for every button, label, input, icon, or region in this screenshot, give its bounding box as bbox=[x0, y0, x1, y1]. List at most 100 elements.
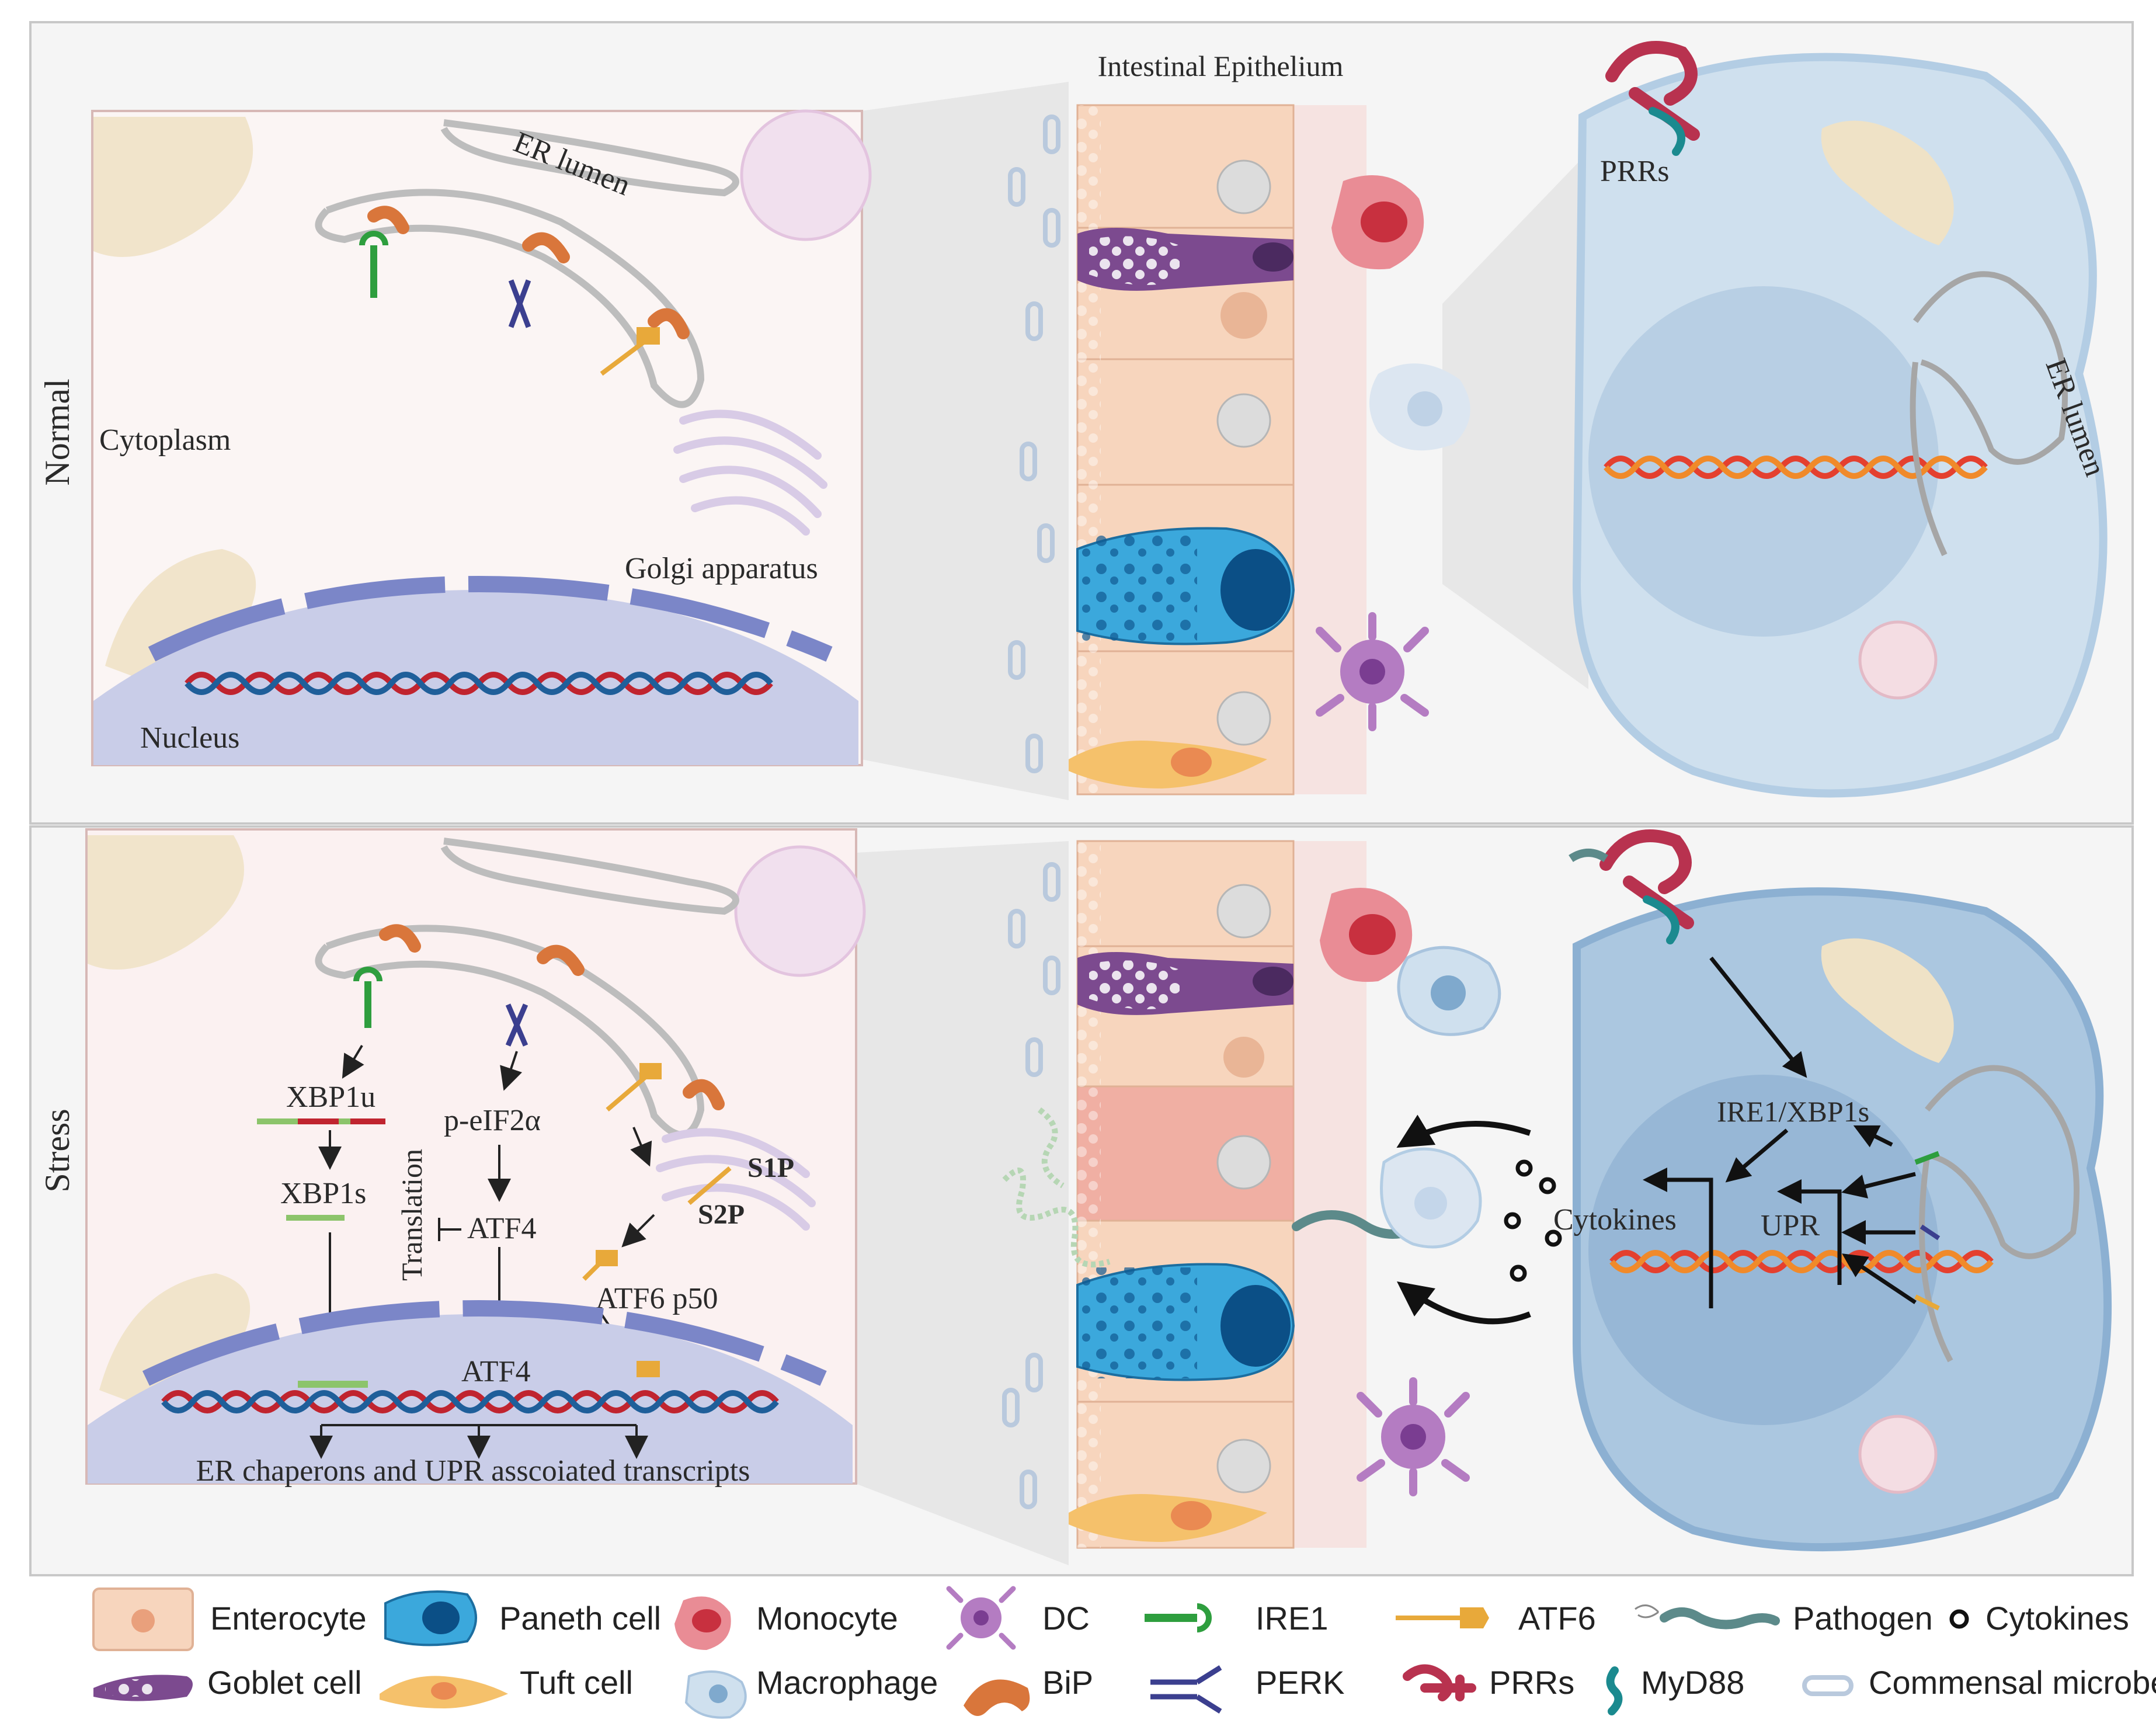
legend-item-ire1: IRE1 bbox=[1145, 1600, 1329, 1637]
lysosome-icon bbox=[734, 845, 866, 977]
mitochondrion-icon bbox=[88, 835, 244, 970]
zoom-funnel bbox=[861, 82, 1069, 800]
ire1-icon bbox=[1914, 1151, 1940, 1165]
signaling-arrows bbox=[1643, 956, 1917, 1308]
legend: Enterocyte Paneth cell Monocyte DC IRE1 … bbox=[92, 1586, 2156, 1719]
translation-label: Translation bbox=[395, 1149, 428, 1281]
mitochondrion-icon bbox=[93, 117, 253, 257]
zoom-funnel bbox=[856, 841, 1069, 1565]
ire1-icon bbox=[359, 231, 388, 298]
golgi-label: Golgi apparatus bbox=[625, 552, 818, 585]
atf6-icon bbox=[606, 1063, 662, 1112]
s1p-label: S1P bbox=[747, 1152, 794, 1183]
legend-item-atf6: ATF6 bbox=[1396, 1600, 1596, 1637]
feedback-arrow bbox=[1396, 1114, 1531, 1148]
cytokine-icon bbox=[1504, 1159, 1562, 1282]
cytoplasm-label: Cytoplasm bbox=[99, 423, 231, 457]
tuft-cell-icon bbox=[1069, 1494, 1267, 1542]
legend-label: Cytokines bbox=[1985, 1600, 2129, 1637]
xbp1s-label: XBP1s bbox=[280, 1177, 366, 1210]
upr-label: UPR bbox=[1761, 1209, 1820, 1242]
zoom-funnel-right bbox=[1442, 152, 1588, 689]
transcription-arrows bbox=[310, 1424, 648, 1459]
perk-icon bbox=[1919, 1224, 1941, 1241]
legend-label: Commensal microbe bbox=[1869, 1664, 2156, 1701]
normal-er-zoom: ER lumen Cytoplasm Golgi apparatus Nucle… bbox=[91, 109, 872, 766]
atf6-p50-label: ATF6 p50 bbox=[596, 1282, 718, 1315]
legend-label: ATF6 bbox=[1518, 1600, 1596, 1637]
lysosome-icon bbox=[1858, 620, 1938, 700]
dendritic-cell-icon bbox=[1316, 612, 1429, 731]
atf6-icon bbox=[1914, 1294, 1940, 1311]
stress-er-zoom: S1P S2P XBP1u XBP1s p-eIF2α ATF4 Transla… bbox=[85, 828, 866, 1488]
golgi-apparatus-icon bbox=[673, 409, 827, 536]
legend-label: PERK bbox=[1256, 1664, 1345, 1701]
prrs-label: PRRs bbox=[1600, 155, 1670, 188]
perk-icon bbox=[508, 279, 531, 328]
ire1-icon bbox=[353, 967, 382, 1028]
legend-item-prrs: PRRs bbox=[1403, 1664, 1574, 1701]
bip-icon bbox=[648, 308, 690, 339]
legend-item-macrophage: Macrophage bbox=[684, 1664, 938, 1719]
commensal-microbe-icon bbox=[1802, 1675, 1854, 1696]
perk-icon bbox=[505, 1003, 528, 1047]
legend-item-monocyte: Monocyte bbox=[674, 1596, 898, 1650]
cytokines-label: Cytokines bbox=[1553, 1203, 1677, 1236]
mitochondrion-icon bbox=[99, 1273, 251, 1408]
epithelium-title: Intestinal Epithelium bbox=[1098, 50, 1344, 82]
nucleus-icon bbox=[88, 1314, 853, 1484]
atf6-binding bbox=[637, 1361, 660, 1377]
myd88-icon bbox=[1606, 1666, 1623, 1715]
legend-item-bip: BiP bbox=[964, 1664, 1093, 1716]
nuclear-envelope bbox=[142, 1300, 827, 1386]
legend-label: Enterocyte bbox=[210, 1600, 367, 1637]
legend-label: Macrophage bbox=[756, 1664, 938, 1701]
p-eif2a-label: p-eIF2α bbox=[444, 1104, 541, 1137]
transcripts-label: ER chaperons and UPR asscoiated transcri… bbox=[196, 1454, 750, 1488]
bip-icon bbox=[964, 1679, 1030, 1716]
stress-epithelium bbox=[1002, 840, 1562, 1549]
enterocyte-column bbox=[1076, 104, 1295, 796]
legend-label: Tuft cell bbox=[520, 1664, 633, 1701]
stress-macrophage: IRE1/XBP1s UPR Cytokines bbox=[1553, 829, 2112, 1552]
legend-label: BiP bbox=[1042, 1664, 1093, 1701]
normal-macrophage: ER lumen PRRs bbox=[1572, 41, 2112, 798]
golgi-apparatus-icon bbox=[656, 1128, 816, 1231]
ire1-xbp1s-label: IRE1/XBP1s bbox=[1717, 1095, 1869, 1128]
legend-label: IRE1 bbox=[1256, 1600, 1329, 1637]
commensal-microbe-icon bbox=[1008, 114, 1060, 773]
legend-item-enterocyte: Enterocyte bbox=[92, 1587, 367, 1651]
enterocyte-nucleus bbox=[1220, 292, 1267, 339]
commensal-microbe-icon bbox=[1002, 862, 1060, 1509]
enterocyte-nucleus bbox=[1216, 159, 1271, 214]
mitochondrion-icon bbox=[1821, 120, 1954, 245]
legend-label: Pathogen bbox=[1793, 1600, 1933, 1637]
legend-label: Goblet cell bbox=[207, 1664, 362, 1701]
er-membrane bbox=[1910, 271, 2068, 557]
legend-label: Monocyte bbox=[756, 1600, 898, 1637]
tuft-cell-icon bbox=[1069, 741, 1267, 788]
legend-label: MyD88 bbox=[1641, 1664, 1744, 1701]
nucleus-label: Nucleus bbox=[140, 721, 239, 755]
pathogen-icon bbox=[1002, 1107, 1111, 1267]
bip-icon bbox=[379, 924, 421, 953]
dna-icon bbox=[161, 1390, 779, 1413]
translation-inhibition bbox=[438, 1218, 461, 1241]
legend-item-tuft-cell: Tuft cell bbox=[380, 1664, 633, 1708]
bip-icon bbox=[683, 1079, 725, 1110]
legend-item-paneth-cell: Paneth cell bbox=[384, 1590, 661, 1646]
feedback-arrow bbox=[1396, 1281, 1531, 1325]
pathogen-icon bbox=[1660, 1607, 1780, 1630]
myd88-icon bbox=[1643, 895, 1679, 944]
mitochondrion-icon bbox=[1821, 938, 1954, 1063]
lysosome-icon bbox=[1858, 1415, 1938, 1494]
stress-panel: Stress bbox=[29, 825, 2134, 1576]
prr-icon bbox=[1403, 1664, 1476, 1701]
lysosome-icon bbox=[740, 109, 872, 241]
microvilli bbox=[1077, 105, 1101, 794]
mitochondrion-icon bbox=[105, 549, 256, 683]
er-membrane bbox=[315, 838, 739, 1138]
legend-item-myd88: MyD88 bbox=[1606, 1664, 1744, 1715]
legend-item-cytokines: Cytokines bbox=[1949, 1600, 2129, 1637]
